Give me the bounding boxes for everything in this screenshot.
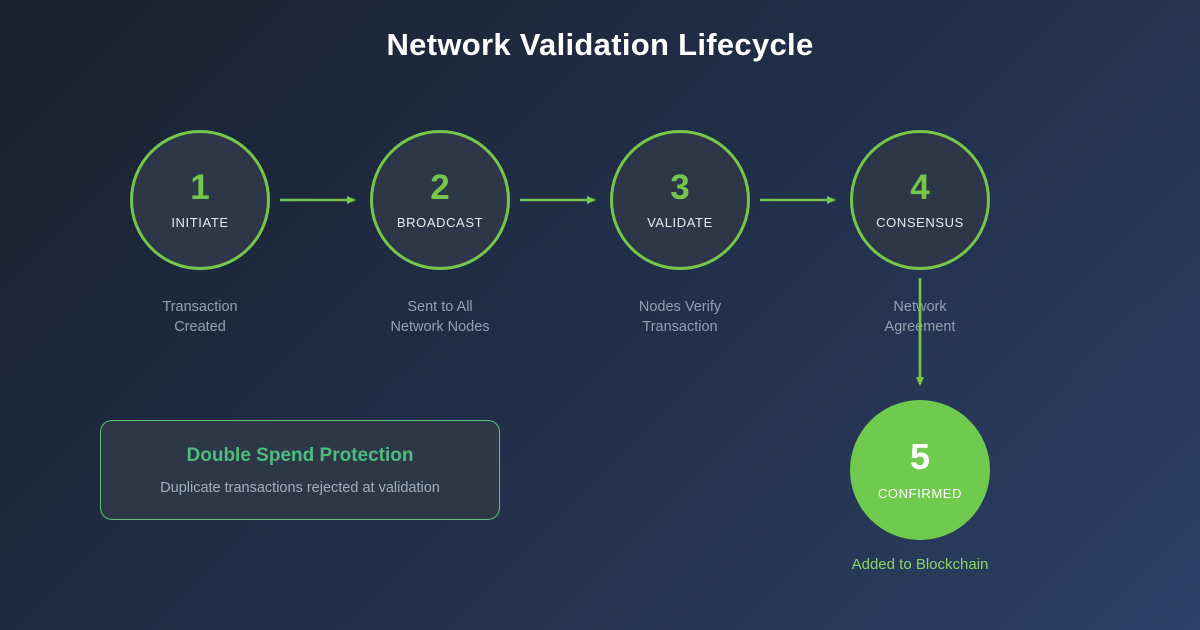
step-caption-validate: Nodes Verify Transaction (570, 297, 790, 337)
step-caption-confirmed: Added to Blockchain (851, 556, 989, 573)
caption-line: Agreement (884, 319, 956, 335)
step-number: 4 (910, 168, 930, 207)
step-label: BROADCAST (396, 215, 484, 230)
caption-line: Network Nodes (390, 319, 490, 335)
caption-line: Transaction (642, 319, 718, 335)
caption-line: Nodes Verify (638, 299, 722, 315)
step-circle-consensus: 4 CONSENSUS (850, 130, 990, 270)
step-caption-broadcast: Sent to All Network Nodes (330, 297, 550, 337)
step-number: 2 (430, 168, 450, 207)
step-label: CONFIRMED (877, 486, 963, 501)
step-label: CONSENSUS (876, 215, 964, 230)
page-title: Network Validation Lifecycle (386, 27, 814, 62)
step-label: INITIATE (171, 215, 229, 230)
step-caption-consensus: Network Agreement (810, 297, 1030, 337)
caption-line: Network (893, 299, 947, 315)
callout-description: Duplicate transactions rejected at valid… (160, 479, 440, 496)
step-caption-initiate: Transaction Created (90, 297, 310, 337)
step-circle-initiate: 1 INITIATE (130, 130, 270, 270)
caption-line: Transaction (162, 299, 238, 315)
step-number: 3 (670, 168, 690, 207)
step-circle-broadcast: 2 BROADCAST (370, 130, 510, 270)
callout-title: Double Spend Protection (186, 444, 414, 466)
caption-line: Sent to All (407, 299, 473, 315)
step-number: 5 (909, 436, 931, 477)
step-circle-validate: 3 VALIDATE (610, 130, 750, 270)
caption-line: Created (174, 319, 226, 335)
step-circle-confirmed: 5 CONFIRMED (850, 400, 990, 540)
double-spend-protection-box: Double Spend Protection Duplicate transa… (100, 420, 500, 520)
step-number: 1 (190, 168, 210, 207)
step-label: VALIDATE (647, 215, 713, 230)
